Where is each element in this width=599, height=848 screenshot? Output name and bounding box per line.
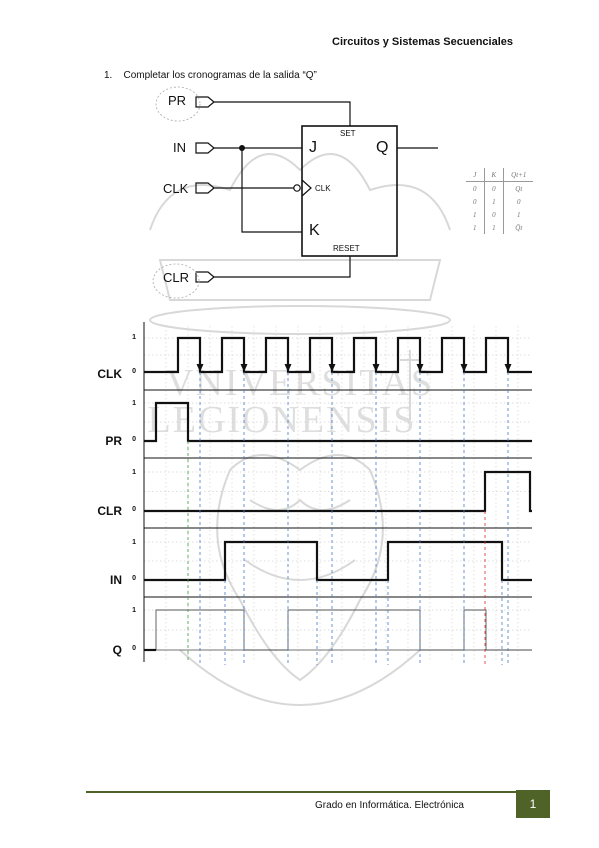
clr-waveform xyxy=(144,470,532,513)
clk-level-low: 0 xyxy=(132,368,136,375)
question-body: Completar los cronogramas de la salida “… xyxy=(123,70,317,81)
ff-k: K xyxy=(309,222,320,239)
clk-falling-edge-arrow xyxy=(240,364,248,372)
clk-falling-edge-arrow xyxy=(284,364,292,372)
ff-reset: RESET xyxy=(333,244,360,253)
ff-q: Q xyxy=(376,139,389,156)
pin-clk xyxy=(195,182,215,194)
ff-j: J xyxy=(309,139,317,156)
footer-rule xyxy=(86,791,550,793)
header-title: Circuitos y Sistemas Secuenciales xyxy=(332,36,513,48)
pin-in xyxy=(195,142,215,154)
truth-row: 0 1 0 xyxy=(466,195,533,208)
ff-set: SET xyxy=(340,129,356,138)
clk-falling-edge-arrow xyxy=(504,364,512,372)
signal-name-clr: CLR xyxy=(97,504,122,518)
footer-text: Grado en Informática. Electrónica xyxy=(315,800,464,811)
pr-level-high: 1 xyxy=(132,400,136,407)
pin-pr xyxy=(195,96,215,108)
clk-falling-edge-arrow xyxy=(328,364,336,372)
clk-falling-edge-arrow xyxy=(196,364,204,372)
signal-name-clk: CLK xyxy=(97,367,122,381)
label-pr: PR xyxy=(168,93,187,108)
truth-header: J K Qt+1 xyxy=(466,168,534,182)
truth-table: J K Qt+1 0 0 Qt 0 1 0 1 0 1 1 1 Q̄t xyxy=(466,168,534,234)
in-level-high: 1 xyxy=(132,539,136,546)
clk-level-high: 1 xyxy=(132,334,136,341)
truth-row: 1 0 1 xyxy=(466,208,533,221)
question-number: 1. xyxy=(104,70,113,81)
question-text: 1. Completar los cronogramas de la salid… xyxy=(104,70,317,81)
truth-row: 0 0 Qt xyxy=(466,181,533,195)
pr-level-low: 0 xyxy=(132,436,136,443)
clr-level-high: 1 xyxy=(132,469,136,476)
q-level-high: 1 xyxy=(132,607,136,614)
in-level-low: 0 xyxy=(132,575,136,582)
clk-waveform xyxy=(144,336,532,374)
label-clk: CLK xyxy=(163,181,189,196)
q-level-low: 0 xyxy=(132,645,136,652)
clk-falling-edge-arrow xyxy=(372,364,380,372)
q-waveform xyxy=(144,609,532,651)
ff-clk: CLK xyxy=(315,184,331,193)
in-waveform xyxy=(144,540,532,582)
signal-name-pr: PR xyxy=(105,434,122,448)
pin-clr xyxy=(195,271,215,283)
clk-falling-edge-arrow xyxy=(460,364,468,372)
truth-row: 1 1 Q̄t xyxy=(466,221,533,234)
watermark-line2: LEGIONENSIS xyxy=(148,399,417,441)
label-clr: CLR xyxy=(163,270,190,285)
label-in: IN xyxy=(173,140,186,155)
clk-falling-edge-arrow xyxy=(416,364,424,372)
signal-name-in: IN xyxy=(110,573,122,587)
clr-level-low: 0 xyxy=(132,506,136,513)
page-number: 1 xyxy=(516,790,550,818)
pr-waveform xyxy=(144,401,532,443)
signal-name-q: Q xyxy=(112,643,122,657)
